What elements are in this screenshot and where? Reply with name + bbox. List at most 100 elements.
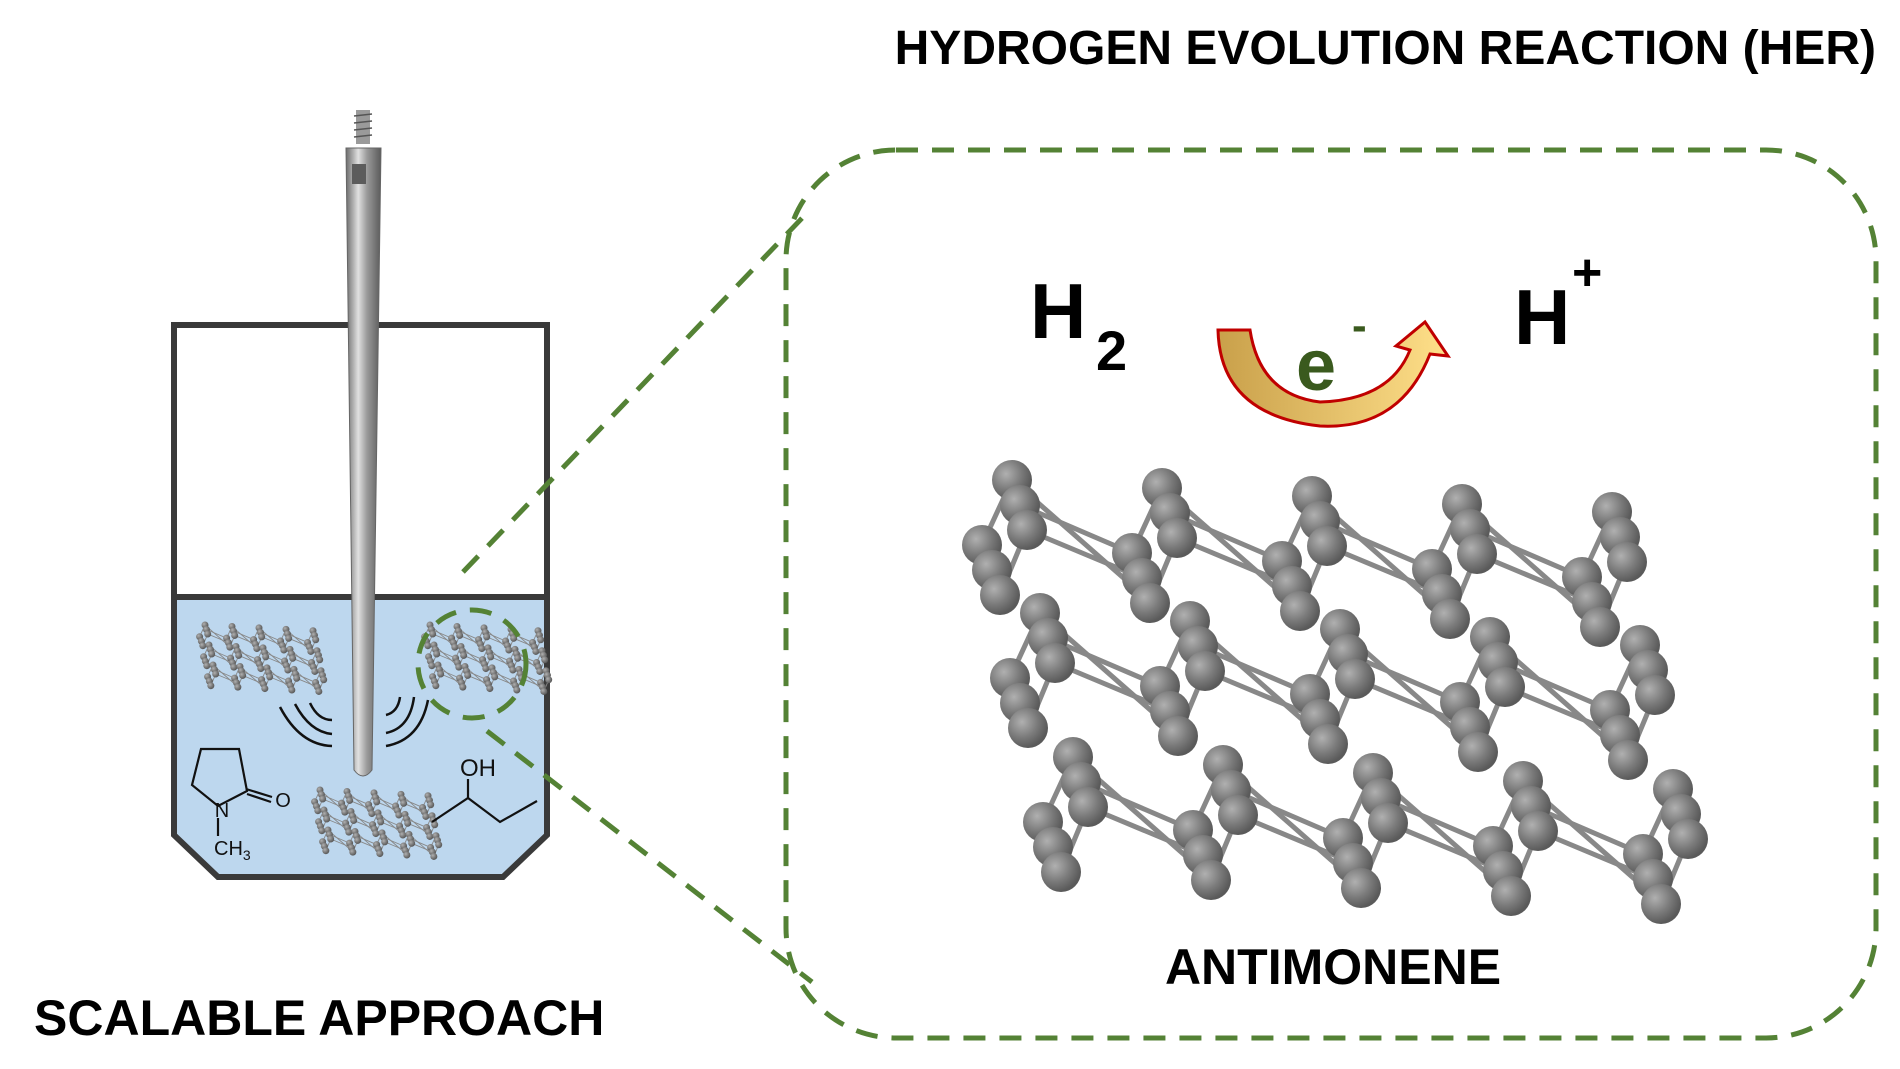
methyl-subscript: 3: [243, 847, 251, 863]
electron-symbol: e: [1296, 326, 1336, 406]
atom: [322, 847, 330, 855]
oxygen-label: O: [275, 790, 291, 812]
zoom-box: [783, 147, 1879, 1041]
atom: [428, 662, 436, 670]
h2-subscript: 2: [1096, 319, 1127, 382]
atom: [980, 575, 1020, 615]
atom: [212, 670, 220, 678]
atom: [341, 808, 349, 816]
electron-charge: -: [1352, 301, 1367, 350]
atom: [460, 651, 468, 659]
atom: [505, 646, 513, 654]
atom: [368, 810, 376, 818]
atom: [1308, 724, 1348, 764]
atom: [456, 631, 464, 639]
atom: [426, 832, 434, 840]
atom: [319, 795, 327, 803]
atom: [429, 630, 437, 638]
atom: [459, 683, 467, 691]
atom: [1191, 860, 1231, 900]
atom: [1635, 675, 1675, 715]
atom: [350, 816, 358, 824]
atom: [312, 636, 320, 644]
atom: [431, 821, 439, 829]
atom: [432, 682, 440, 690]
atom: [320, 676, 328, 684]
atom: [1608, 740, 1648, 780]
atom: [266, 673, 274, 681]
atom: [1518, 811, 1558, 851]
atom: [289, 654, 297, 662]
atom: [230, 663, 238, 671]
atom: [293, 674, 301, 682]
atom: [239, 671, 247, 679]
atom: [203, 662, 211, 670]
atom: [399, 831, 407, 839]
atom: [253, 645, 261, 653]
atom: [540, 687, 548, 695]
atom: [536, 667, 544, 675]
atom: [408, 839, 416, 847]
atom: [509, 666, 517, 674]
atom: [315, 687, 323, 695]
atom: [1185, 651, 1225, 691]
atom: [1458, 732, 1498, 772]
atom: [435, 841, 443, 849]
atom: [430, 852, 438, 860]
atom: [437, 670, 445, 678]
atom: [478, 645, 486, 653]
atom: [285, 634, 293, 642]
atom: [377, 818, 385, 826]
antimonene-structure: [962, 460, 1708, 924]
atom: [1335, 659, 1375, 699]
atom: [207, 682, 215, 690]
atom: [427, 801, 435, 809]
atom: [433, 650, 441, 658]
atom: [1457, 534, 1497, 574]
atom: [487, 653, 495, 661]
atom: [1430, 599, 1470, 639]
atom: [1007, 510, 1047, 550]
atom: [327, 835, 335, 843]
atom: [422, 812, 430, 820]
ultrasound-waves: [278, 696, 430, 748]
atom: [1307, 526, 1347, 566]
atom: [403, 851, 411, 859]
title: HYDROGEN EVOLUTION REACTION (HER): [895, 22, 1876, 75]
h2-symbol: H: [1030, 267, 1086, 355]
atom: [1157, 518, 1197, 558]
atom: [1580, 607, 1620, 647]
atom: [532, 647, 540, 655]
atom: [226, 643, 234, 651]
atom: [316, 656, 324, 664]
atom: [1341, 868, 1381, 908]
atom: [486, 685, 494, 693]
atom: [1008, 708, 1048, 748]
left-caption: SCALABLE APPROACH: [34, 990, 604, 1046]
atom: [545, 676, 553, 684]
atom: [381, 838, 389, 846]
atom: [234, 683, 242, 691]
nitrogen-label: N: [215, 800, 229, 822]
atom: [464, 671, 472, 679]
atom: [1130, 583, 1170, 623]
atom: [354, 836, 362, 844]
atom: [1035, 643, 1075, 683]
atom: [258, 633, 266, 641]
zoom-indicator: [415, 147, 1879, 1041]
atom: [1485, 667, 1525, 707]
zoom-line-bottom: [485, 729, 814, 984]
atom: [514, 654, 522, 662]
atom: [483, 633, 491, 641]
atom: [404, 819, 412, 827]
atom: [1668, 819, 1708, 859]
atom: [231, 631, 239, 639]
atom: [1491, 876, 1531, 916]
atom: [491, 673, 499, 681]
atom: [1368, 803, 1408, 843]
atom: [510, 634, 518, 642]
proton-symbol: H: [1514, 273, 1570, 361]
atom: [1218, 795, 1258, 835]
atom: [346, 796, 354, 804]
